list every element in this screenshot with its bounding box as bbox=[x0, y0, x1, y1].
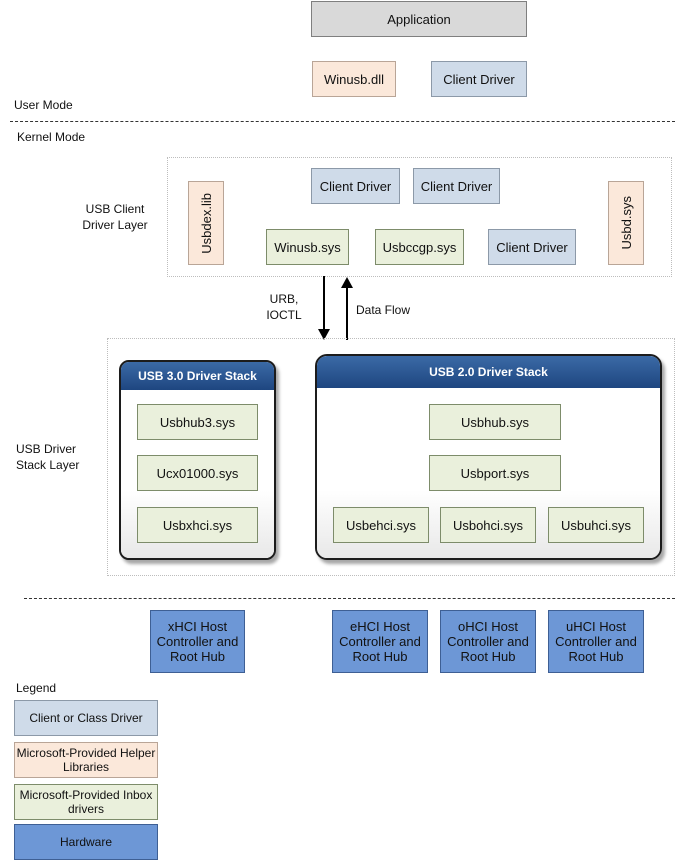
usbhub3-sys-box: Usbhub3.sys bbox=[137, 404, 258, 440]
legend-inbox-drivers: Microsoft-Provided Inbox drivers bbox=[14, 784, 158, 820]
client-driver-box-1: Client Driver bbox=[311, 168, 400, 204]
application-box: Application bbox=[311, 1, 527, 37]
usbxhci-sys-box: Usbxhci.sys bbox=[137, 507, 258, 543]
kernel-hardware-divider bbox=[24, 598, 675, 599]
ohci-controller-box: oHCI Host Controller and Root Hub bbox=[440, 610, 536, 673]
data-flow-label: Data Flow bbox=[356, 303, 411, 317]
uhci-controller-box: uHCI Host Controller and Root Hub bbox=[548, 610, 644, 673]
usbohci-sys-box: Usbohci.sys bbox=[440, 507, 536, 543]
usb2-stack-title: USB 2.0 Driver Stack bbox=[317, 356, 660, 388]
usbd-sys-box: Usbd.sys bbox=[608, 181, 644, 265]
legend-helper-libraries: Microsoft-Provided Helper Libraries bbox=[14, 742, 158, 778]
kernel-mode-label: Kernel Mode bbox=[17, 130, 86, 144]
user-client-driver-box: Client Driver bbox=[431, 61, 527, 97]
winusb-dll-box: Winusb.dll bbox=[312, 61, 396, 97]
usbuhci-sys-box: Usbuhci.sys bbox=[548, 507, 644, 543]
ucx01000-sys-box: Ucx01000.sys bbox=[137, 455, 258, 491]
legend-client-driver: Client or Class Driver bbox=[14, 700, 158, 736]
driver-stack-layer-label: USB Driver Stack Layer bbox=[16, 442, 80, 472]
usbehci-sys-box: Usbehci.sys bbox=[333, 507, 429, 543]
user-kernel-divider bbox=[10, 121, 675, 122]
client-driver-layer-label: USB Client Driver Layer bbox=[82, 202, 148, 232]
usb3-stack-title: USB 3.0 Driver Stack bbox=[121, 362, 274, 390]
usbdex-lib-label: Usbdex.lib bbox=[198, 192, 214, 254]
usbd-sys-label: Usbd.sys bbox=[618, 196, 634, 250]
usbdex-lib-box: Usbdex.lib bbox=[188, 181, 224, 265]
ehci-controller-box: eHCI Host Controller and Root Hub bbox=[332, 610, 428, 673]
usbccgp-sys-box: Usbccgp.sys bbox=[375, 229, 464, 265]
usbhub-sys-box: Usbhub.sys bbox=[429, 404, 561, 440]
client-driver-box-3: Client Driver bbox=[488, 229, 576, 265]
urb-down-arrow bbox=[318, 276, 330, 340]
flow-arrows bbox=[318, 276, 353, 340]
urb-ioctl-label: URB, IOCTL bbox=[266, 292, 302, 322]
client-driver-layer-region bbox=[167, 157, 672, 277]
legend-title: Legend bbox=[16, 681, 57, 695]
usbport-sys-box: Usbport.sys bbox=[429, 455, 561, 491]
data-flow-up-arrow bbox=[341, 277, 353, 340]
client-driver-box-2: Client Driver bbox=[413, 168, 500, 204]
winusb-sys-box: Winusb.sys bbox=[266, 229, 349, 265]
user-mode-label: User Mode bbox=[14, 98, 73, 112]
xhci-controller-box: xHCI Host Controller and Root Hub bbox=[150, 610, 245, 673]
legend-hardware: Hardware bbox=[14, 824, 158, 860]
